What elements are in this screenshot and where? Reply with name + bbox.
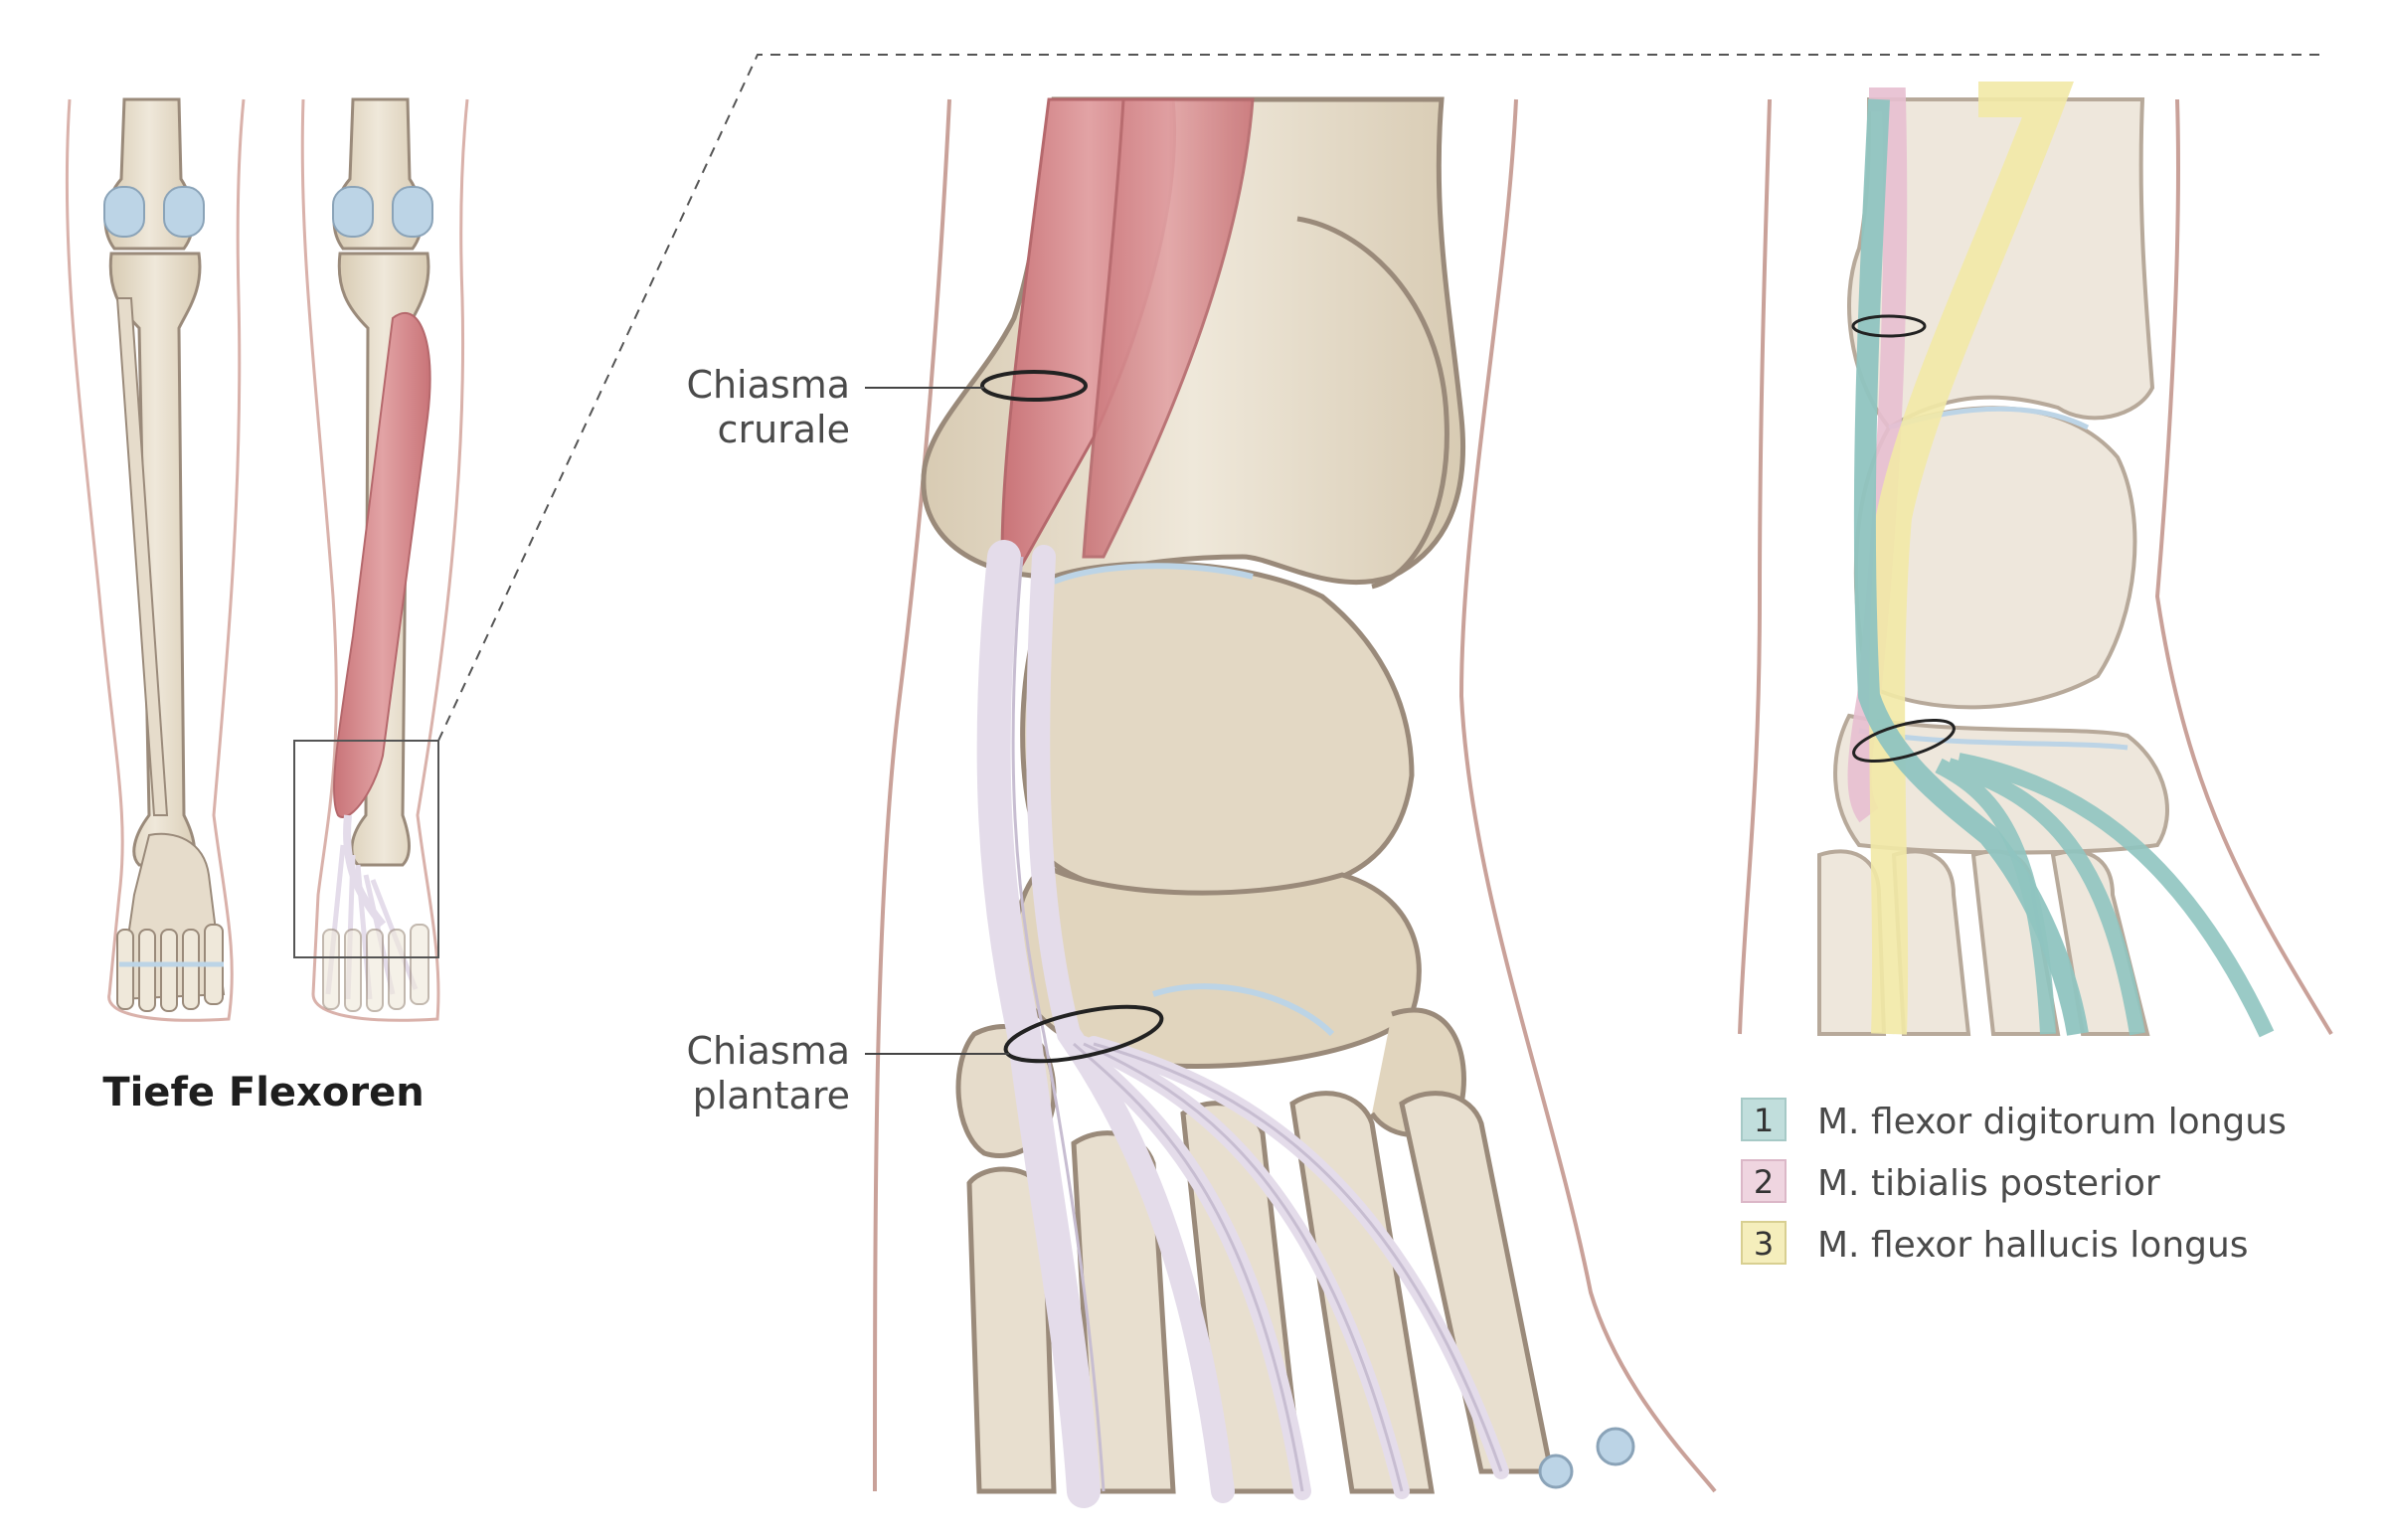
schematic-tendon-hallucis-longus (1869, 82, 2074, 1035)
small-leg-left (65, 97, 246, 1022)
zoom-connector (437, 54, 2321, 742)
chiasma-plantare-marker (1003, 1004, 1164, 1064)
legend-label: M. flexor digitorum longus (1817, 1102, 2287, 1142)
schematic-ankle (1738, 82, 2333, 1038)
label-chiasma-plantare-line1: Chiasma (686, 1029, 850, 1073)
label-chiasma-crurale-line2: crurale (718, 408, 850, 451)
chiasma-crurale-marker (980, 370, 1088, 402)
small-leg-right (300, 97, 469, 1022)
legend-item-1: 1 M. flexor digitorum longus (1741, 1098, 2287, 1142)
label-chiasma-plantare-line2: plantare (693, 1074, 850, 1117)
zoom-box (293, 740, 439, 958)
legend-item-2: 2 M. tibialis posterior (1741, 1159, 2160, 1204)
label-chiasma-crurale-line1: Chiasma (686, 363, 850, 407)
small-leg-muscle (332, 311, 431, 818)
legend-item-3: 3 M. flexor hallucis longus (1741, 1221, 2249, 1266)
legend-label: M. flexor hallucis longus (1817, 1225, 2249, 1266)
figure-title: Tiefe Flexoren (102, 1070, 424, 1115)
legend: 1 M. flexor digitorum longus 2 M. tibial… (1741, 1098, 2287, 1266)
legend-number: 1 (1754, 1102, 1774, 1139)
legend-label: M. tibialis posterior (1817, 1163, 2160, 1204)
legend-number: 3 (1754, 1225, 1774, 1263)
ankle-detail (865, 96, 1717, 1508)
legend-number: 2 (1754, 1163, 1774, 1201)
